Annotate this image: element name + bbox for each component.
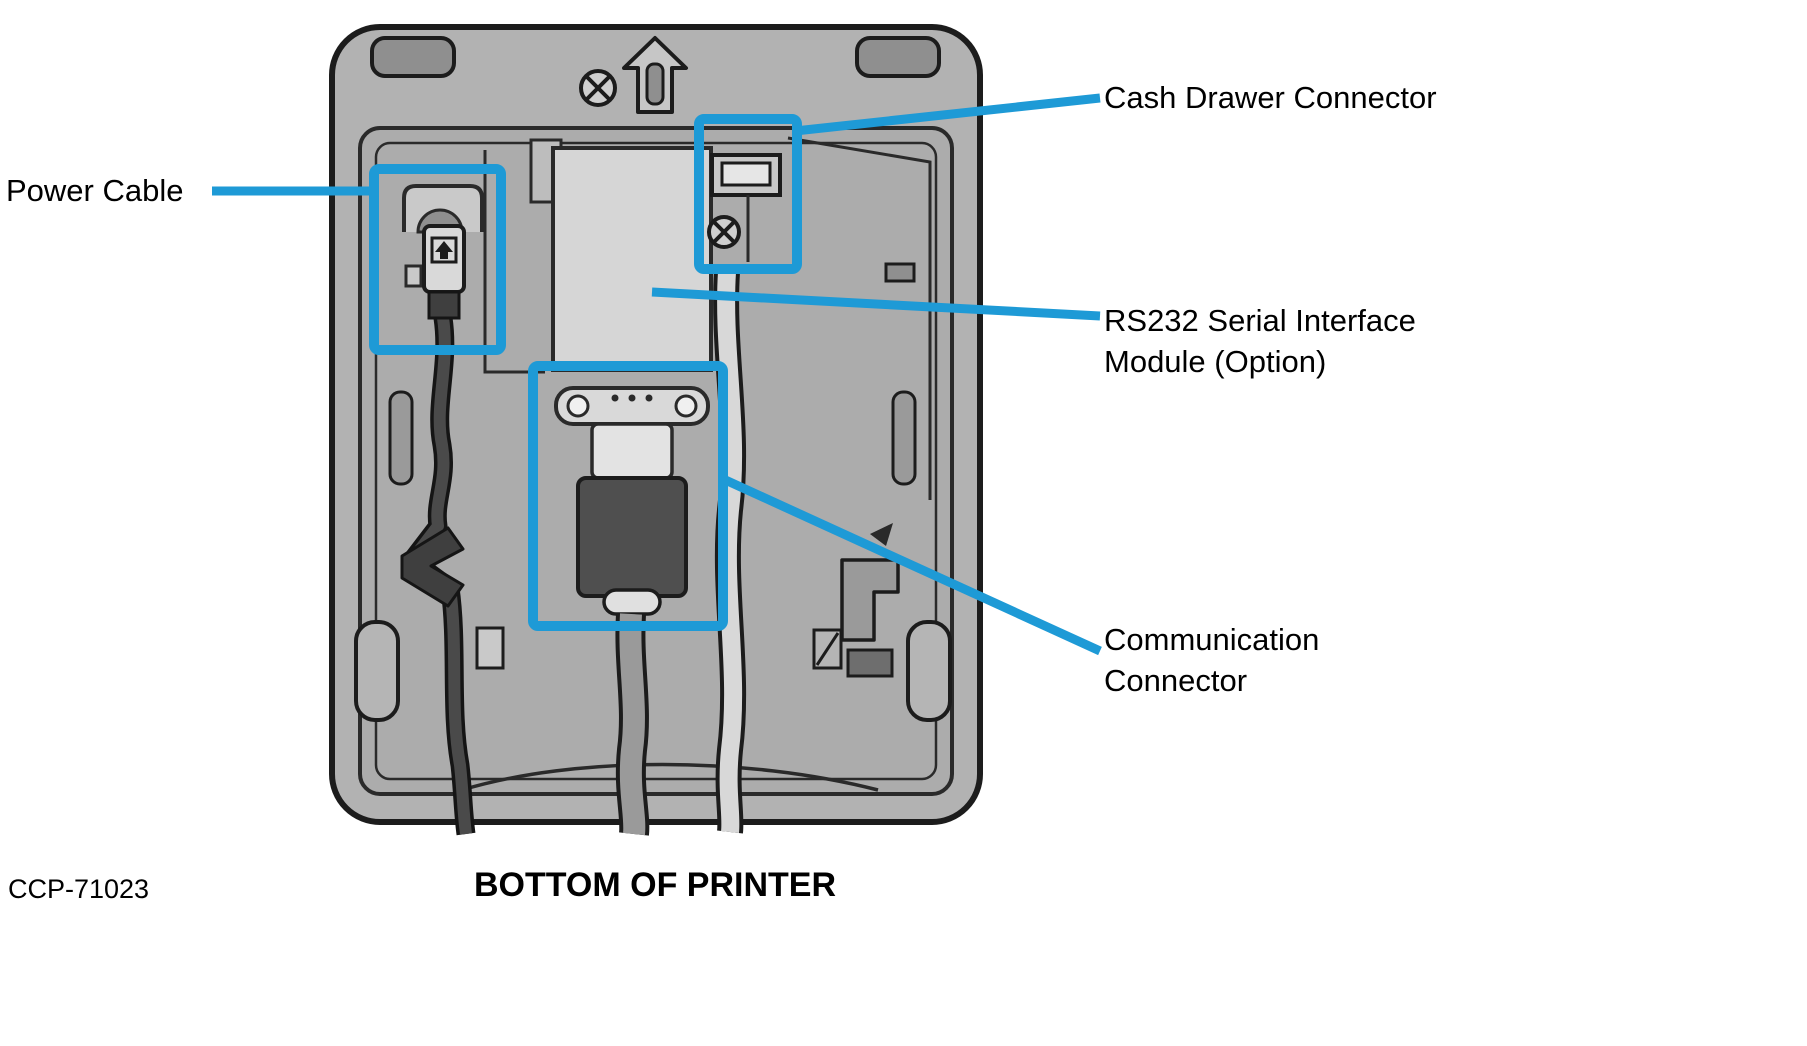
label-communication-connector: Communication Connector: [1104, 619, 1319, 701]
label-rs232-module: RS232 Serial Interface Module (Option): [1104, 300, 1416, 382]
label-communication-line2: Connector: [1104, 663, 1248, 698]
power-cable-assembly: [400, 184, 484, 836]
highlight-box-power-cable: [369, 164, 506, 355]
label-rs232-line2: Module (Option): [1104, 344, 1327, 379]
top-screw-icon: [579, 69, 617, 107]
cash-drawer-connector: [707, 153, 782, 262]
right-side-clips: [840, 523, 900, 678]
rs232-module: [529, 138, 713, 372]
label-power-cable: Power Cable: [6, 173, 184, 208]
hanger-bracket: [622, 36, 688, 114]
label-cash-drawer-connector: Cash Drawer Connector: [1104, 80, 1437, 115]
callout-line-communication: [719, 473, 1102, 656]
communication-connector: [554, 386, 710, 836]
light-cable: [713, 271, 747, 834]
label-rs232-line1: RS232 Serial Interface: [1104, 303, 1416, 338]
highlight-box-communication: [528, 361, 728, 631]
diagram-caption: BOTTOM OF PRINTER: [473, 866, 837, 904]
top-mounting-slots: [370, 36, 941, 78]
figure-id: CCP-71023: [8, 874, 150, 904]
internal-panel-lines: [354, 136, 952, 722]
highlight-box-cash-drawer: [694, 114, 802, 274]
callout-line-rs232: [651, 287, 1101, 321]
callout-line-cash-drawer: [794, 93, 1101, 136]
label-communication-line1: Communication: [1104, 622, 1320, 657]
